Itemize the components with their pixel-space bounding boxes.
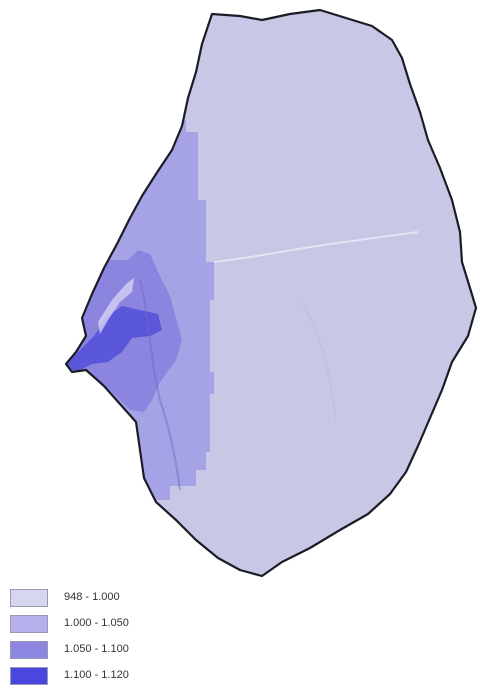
legend-label: 1.000 - 1.050: [64, 617, 129, 629]
legend: 948 - 1.000 1.000 - 1.050 1.050 - 1.100 …: [10, 589, 210, 693]
legend-label: 948 - 1.000: [64, 591, 120, 603]
legend-label: 1.100 - 1.120: [64, 669, 129, 681]
legend-swatch: [10, 615, 48, 633]
legend-swatch: [10, 641, 48, 659]
zone-1100-1120: [66, 306, 162, 372]
legend-swatch: [10, 589, 48, 607]
region-outline: [64, 8, 478, 578]
legend-label: 1.050 - 1.100: [64, 643, 129, 655]
river-line: [213, 231, 419, 263]
elevation-map: [64, 8, 478, 578]
legend-item: 948 - 1.000: [10, 589, 210, 615]
legend-item: 1.000 - 1.050: [10, 615, 210, 641]
zone-1050-1100: [66, 250, 182, 412]
legend-item: 1.100 - 1.120: [10, 667, 210, 693]
legend-item: 1.050 - 1.100: [10, 641, 210, 667]
ridge-highlight: [98, 278, 134, 334]
terrain-shade: [139, 279, 181, 491]
river-line-2: [299, 299, 337, 421]
legend-swatch: [10, 667, 48, 685]
